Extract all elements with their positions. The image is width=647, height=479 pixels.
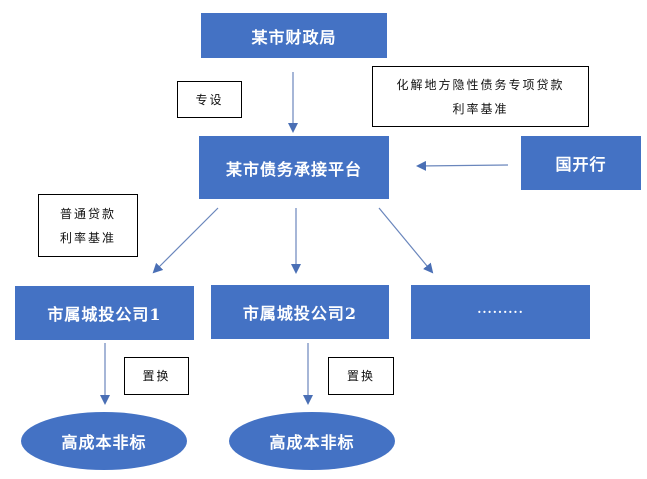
node-label: 国开行 [555,155,607,174]
label-text: 化解地方隐性债务专项贷款 [396,77,565,92]
arrow-platform-to-company1 [152,207,219,274]
high-cost-nonstandard-node-2: 高成本非标 [229,412,395,470]
node-label: 高成本非标 [61,433,147,452]
node-label: 市属城投公司2 [242,304,358,323]
arrow-cdb-to-platform [416,160,509,171]
label-text: 置换 [142,369,171,383]
label-text: 普通贷款 [59,206,116,221]
label-text: 利率基准 [452,101,509,116]
node-label: 市属城投公司1 [47,305,162,324]
special-bond-label: 专设 [177,81,242,118]
high-cost-nonstandard-node-1: 高成本非标 [21,412,187,470]
swap-label-1: 置换 [124,357,189,395]
node-label: 某市财政局 [251,27,337,47]
ordinary-loan-label: 普通贷款利率基准 [38,194,138,257]
company2-node: 市属城投公司2 [211,285,389,339]
platform-node: 某市债务承接平台 [199,136,389,199]
node-label: 某市债务承接平台 [225,159,362,179]
label-text: 置换 [346,369,375,383]
node-label: 高成本非标 [269,433,355,452]
company1-node: 市属城投公司1 [15,286,194,340]
label-text: 利率基准 [59,230,116,245]
finance-bureau-node: 某市财政局 [201,13,387,58]
node-label: ········· [477,305,524,319]
cdb-node: 国开行 [521,136,641,190]
arrow-platform-to-others [378,207,434,274]
special-loan-label: 化解地方隐性债务专项贷款利率基准 [372,66,589,127]
label-text: 专设 [195,92,224,107]
others-node: ········· [411,285,590,339]
swap-label-2: 置换 [328,357,394,395]
